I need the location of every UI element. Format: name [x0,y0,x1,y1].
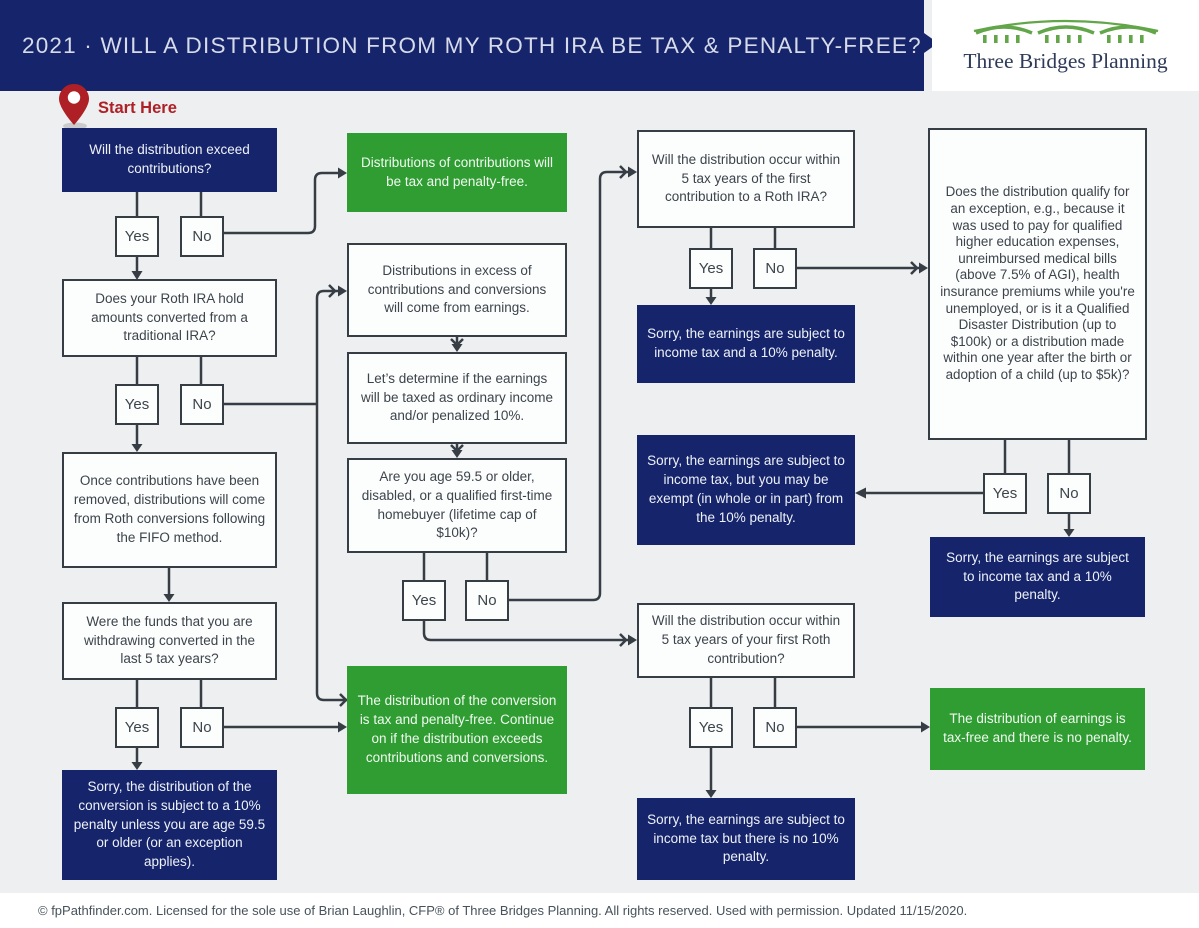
outcome-income-tax-no-penalty: Sorry, the earnings are subject to incom… [637,798,855,880]
question-age-disabled-homebuyer: Are you age 59.5 or older, disabled, or … [347,458,567,553]
header-bar: 2021 · WILL A DISTRIBUTION FROM MY ROTH … [0,0,924,91]
no-box-age: No [465,580,509,621]
question-distribution-exceed-contributions: Will the distribution exceed contributio… [62,128,277,192]
question-roth-holds-conversions: Does your Roth IRA hold amounts converte… [62,279,277,357]
footer-license-text: © fpPathfinder.com. Licensed for the sol… [38,903,968,918]
question-5yr-first-contribution: Will the distribution occur within 5 tax… [637,130,855,228]
logo: Three Bridges Planning [932,0,1199,91]
outcome-contributions-tax-penalty-free: Distributions of contributions will be t… [347,133,567,212]
no-box-exceed: No [180,216,224,257]
page-title: 2021 · WILL A DISTRIBUTION FROM MY ROTH … [22,32,922,58]
outcome-income-tax-and-penalty-1: Sorry, the earnings are subject to incom… [637,305,855,383]
info-excess-from-earnings: Distributions in excess of contributions… [347,243,567,337]
no-box-converted-5yr: No [180,707,224,748]
outcome-income-tax-maybe-exempt: Sorry, the earnings are subject to incom… [637,435,855,545]
yes-box-age: Yes [402,580,446,621]
no-box-exception: No [1047,473,1091,514]
question-5yr-first-roth-contribution: Will the distribution occur within 5 tax… [637,603,855,678]
yes-box-conversions: Yes [115,384,159,425]
logo-text: Three Bridges Planning [963,48,1168,73]
info-fifo-method: Once contributions have been removed, di… [62,452,277,568]
no-box-5yr-first: No [753,248,797,289]
no-box-5yr-roth: No [753,707,797,748]
outcome-earnings-tax-free: The distribution of earnings is tax-free… [930,688,1145,770]
three-bridges-icon [973,19,1158,43]
yes-box-5yr-roth: Yes [689,707,733,748]
start-pin-icon [59,84,89,130]
no-box-conversions: No [180,384,224,425]
yes-box-5yr-first: Yes [689,248,733,289]
outcome-income-tax-and-penalty-2: Sorry, the earnings are subject to incom… [930,537,1145,617]
info-determine-earnings-tax: Let’s determine if the earnings will be … [347,352,567,444]
yes-box-converted-5yr: Yes [115,707,159,748]
yes-box-exception: Yes [983,473,1027,514]
start-here-label: Start Here [98,99,177,117]
outcome-conversion-10-percent-penalty: Sorry, the distribution of the conversio… [62,770,277,880]
question-converted-last-5-years: Were the funds that you are withdrawing … [62,602,277,680]
question-exception-qualify: Does the distribution qualify for an exc… [928,128,1147,440]
outcome-conversion-tax-penalty-free: The distribution of the conversion is ta… [347,666,567,794]
footer-bar: © fpPathfinder.com. Licensed for the sol… [0,893,1199,928]
yes-box-exceed: Yes [115,216,159,257]
